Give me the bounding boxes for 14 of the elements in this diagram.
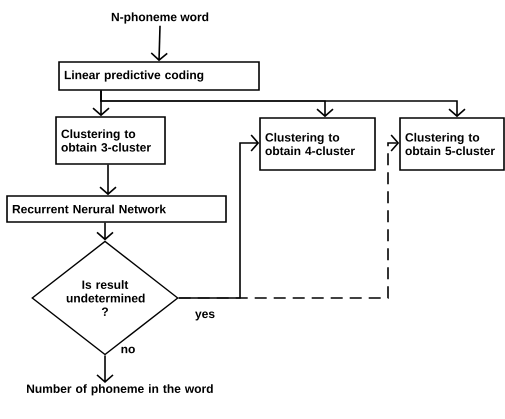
arrow [150, 26, 168, 62]
arrow [100, 90, 466, 118]
process-box: Clustering to obtain 5-cluster [399, 117, 505, 171]
arrow [99, 164, 117, 196]
arrow [178, 134, 400, 299]
input-text: N-phoneme word [112, 12, 208, 24]
edge-label: yes [194, 310, 216, 322]
process-box: Clustering to obtain 4-cluster [259, 117, 376, 171]
output-text: Number of phoneme in the word [27, 384, 213, 396]
process-box: Clustering to obtain 3-cluster [55, 116, 166, 165]
edge-label: no [120, 346, 136, 354]
arrow [96, 356, 114, 383]
process-box: Recurrent Nerural Network [6, 195, 227, 223]
process-box: Linear predictive coding [58, 61, 260, 91]
